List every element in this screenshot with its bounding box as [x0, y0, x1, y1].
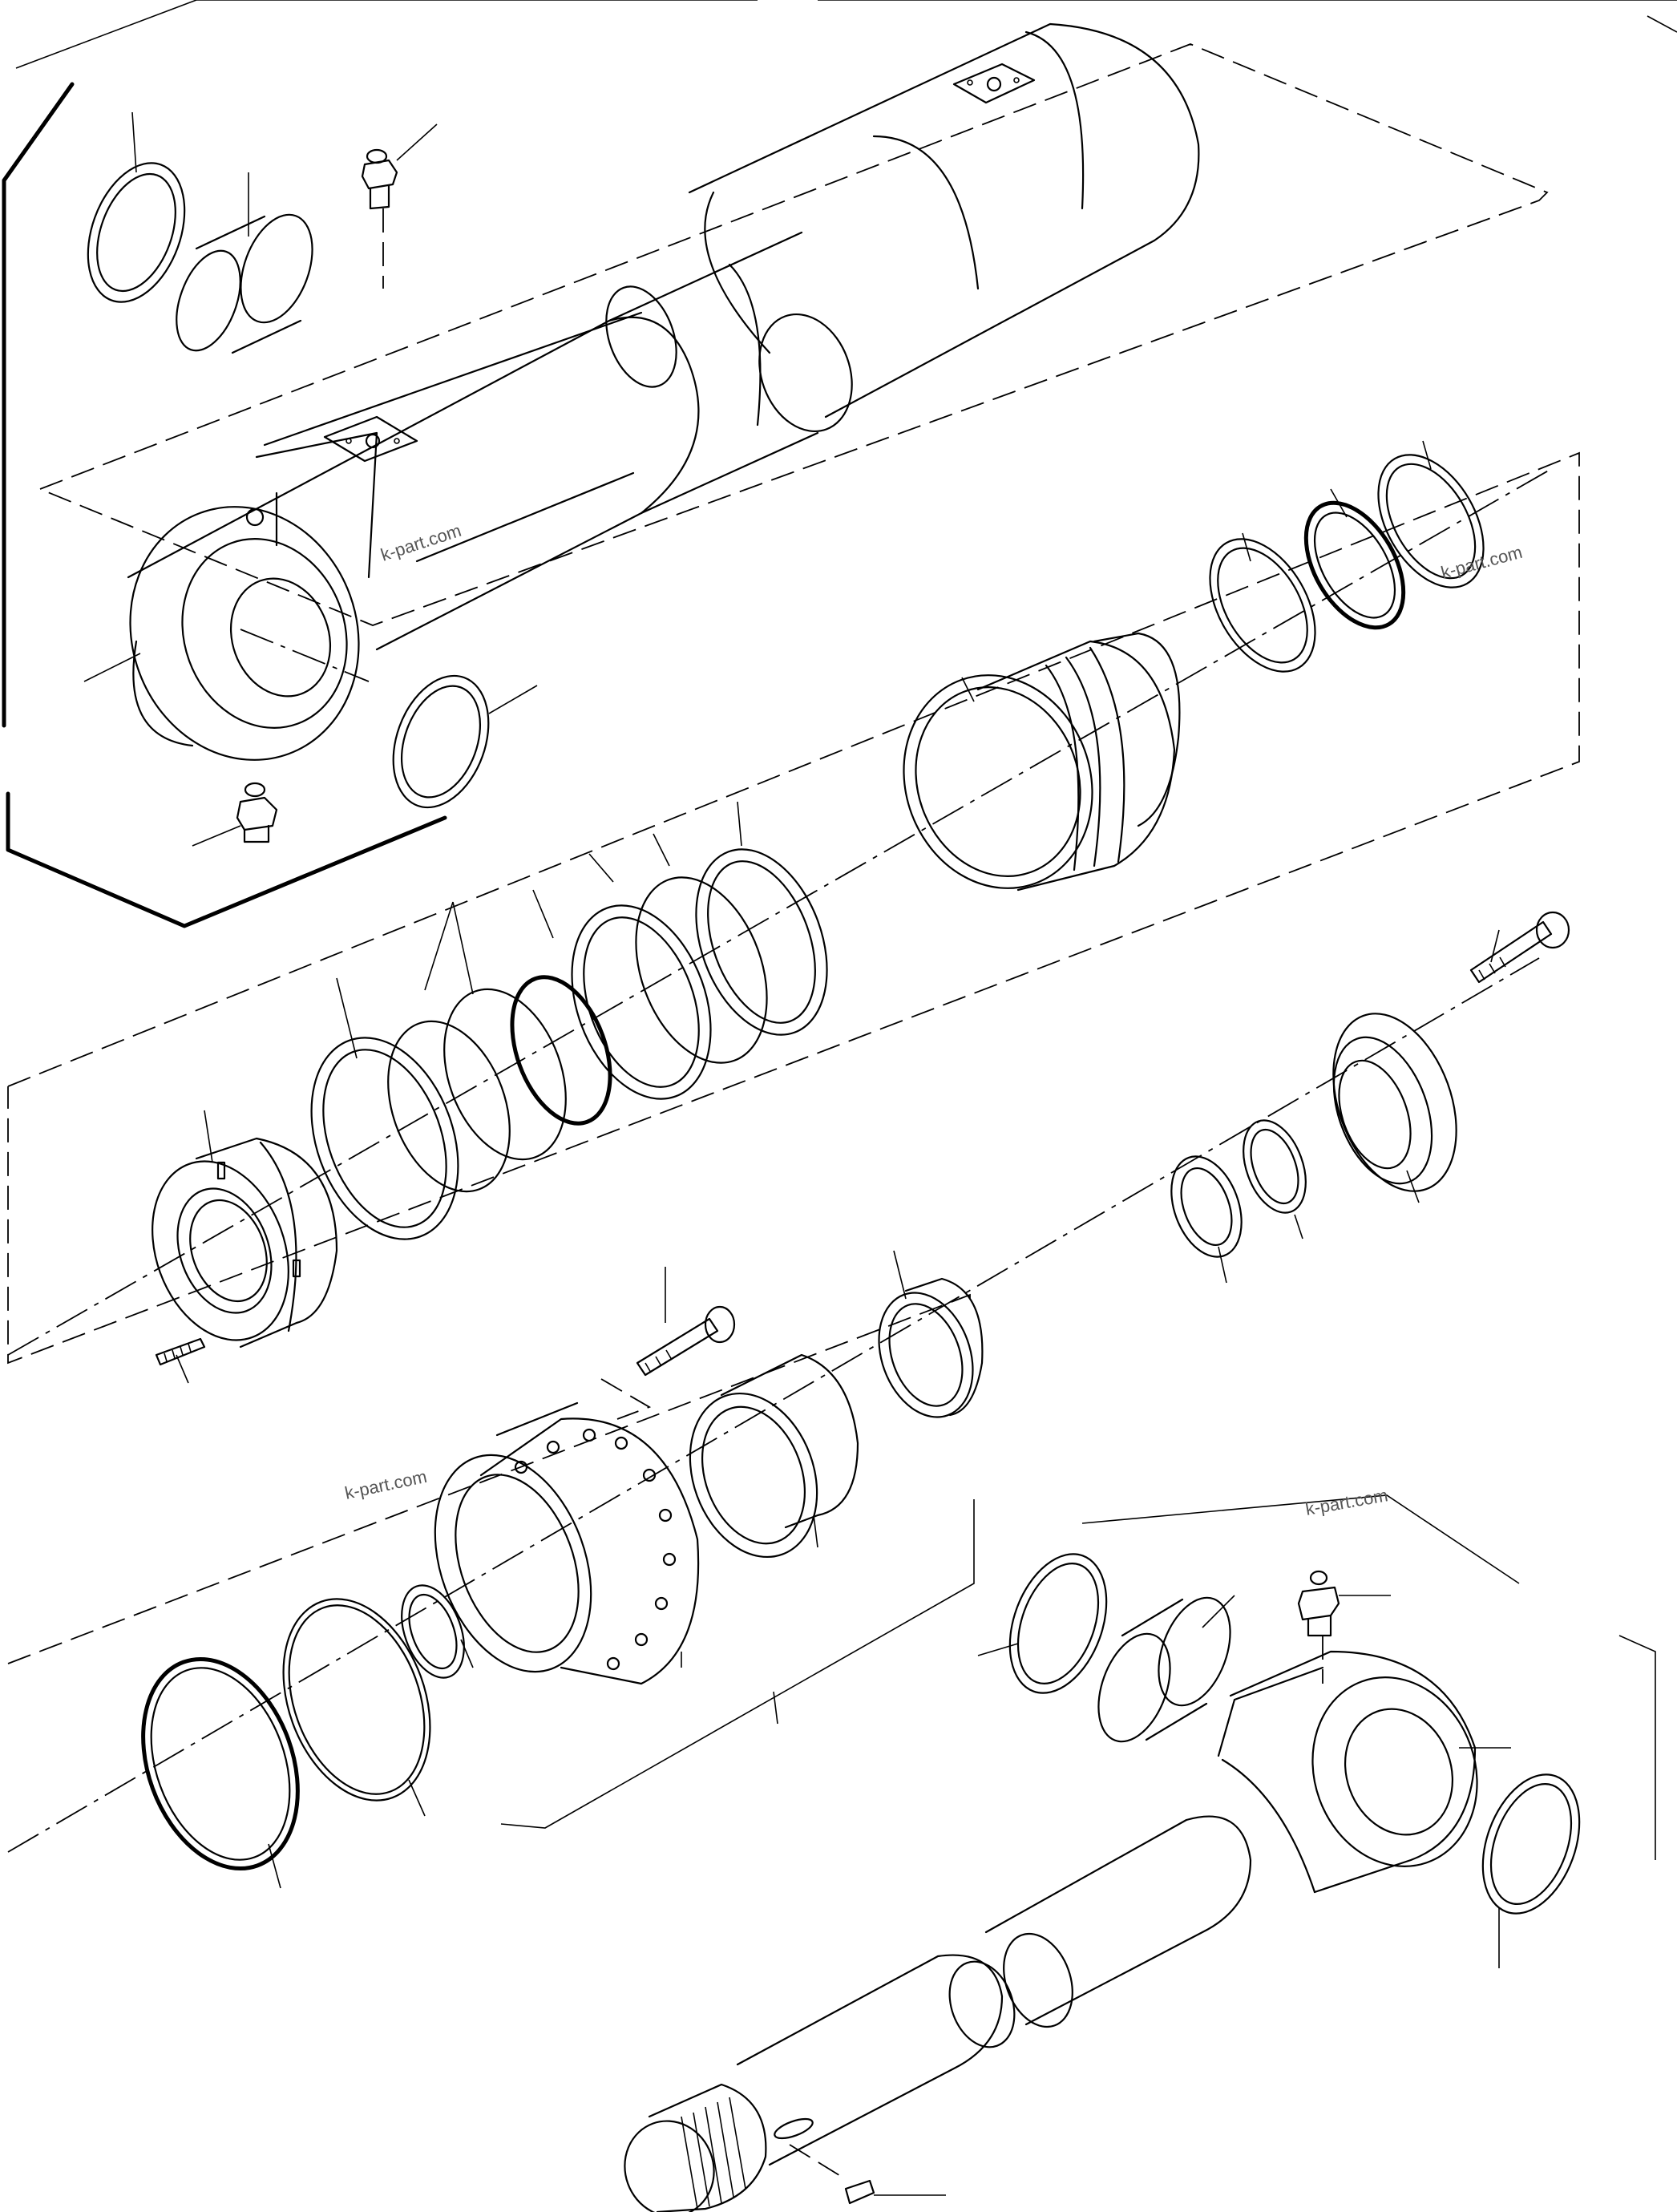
- set-screw: [155, 1337, 206, 1366]
- seal-rings-top-right: [1209, 454, 1485, 673]
- gland-bushing: [689, 1353, 859, 1559]
- assembly-dash-boxes: [7, 43, 1580, 1664]
- piston-split-rings: [310, 848, 828, 1240]
- retainer-flange: [1332, 1013, 1457, 1192]
- bushing-ring-mid-left: [392, 674, 490, 809]
- bushing-rod-end: [1008, 1553, 1108, 1694]
- bushing-sleeve-top-left: [176, 213, 313, 354]
- bushing-top-left: [87, 162, 186, 303]
- frame-lines: [2, 0, 1677, 1860]
- gland-sleeve: [903, 632, 1181, 892]
- piston-rod: [624, 1650, 1478, 2212]
- rod-head-bolt-holes: [514, 1428, 677, 1671]
- watermarks: k-part.com k-part.com k-part.com k-part.…: [343, 520, 1525, 1519]
- watermark-1: k-part.com: [378, 520, 464, 565]
- key: [844, 2179, 875, 2205]
- rod-seal-right: [1170, 1155, 1243, 1258]
- grease-fitting-top: [361, 148, 398, 289]
- buffer-ring: [878, 1277, 984, 1418]
- watermark-2: k-part.com: [1439, 542, 1525, 583]
- o-ring-bottom: [282, 1598, 431, 1802]
- cap-screw-right: [1469, 911, 1570, 984]
- grease-fitting-rod-end: [1297, 1570, 1340, 1684]
- seal-bottom-small: [401, 1584, 465, 1679]
- cap-screw-center: [636, 1305, 736, 1377]
- watermark-3: k-part.com: [343, 1466, 429, 1503]
- grease-fitting-bottom: [236, 782, 278, 843]
- backup-ring-bottom: [141, 1656, 300, 1871]
- rod-head: [434, 1401, 700, 1685]
- cylinder-tube: [127, 22, 1200, 761]
- watermark-4: k-part.com: [1304, 1485, 1390, 1519]
- bushing-ring-rod-end-right: [1481, 1773, 1581, 1915]
- piston-nut: [152, 1137, 338, 1349]
- center-axes: [7, 468, 1552, 1853]
- leader-lines: [83, 111, 1511, 2196]
- dust-seal-right: [1243, 1119, 1307, 1214]
- bushing-sleeve-rod-end: [1097, 1596, 1231, 1743]
